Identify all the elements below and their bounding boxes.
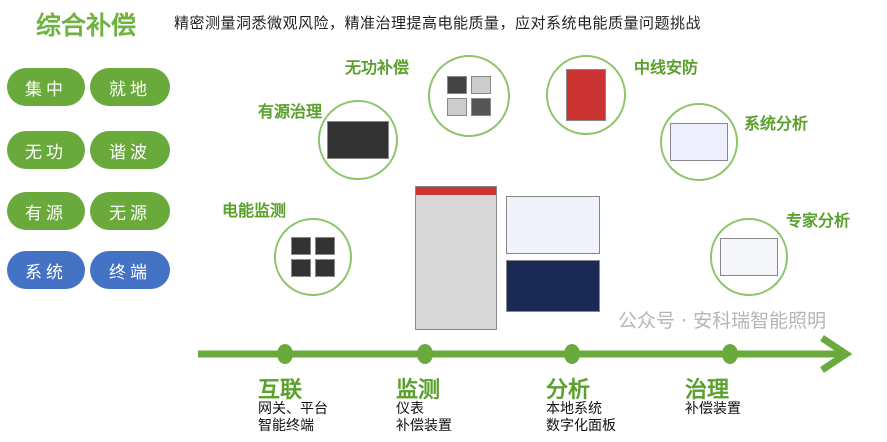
label-system-analysis: 系统分析: [744, 114, 809, 133]
page-title: 综合补偿: [36, 11, 137, 40]
label-expert-analysis: 专家分析: [786, 211, 851, 230]
step-desc: 网关、平台智能终端: [258, 401, 328, 434]
step-title: 分析: [546, 378, 591, 403]
pill-passive: 无源: [90, 192, 170, 230]
cabinet-image: [415, 186, 497, 330]
timeline-dot: [722, 344, 738, 364]
reactive-comp-image: [428, 55, 510, 137]
step-title: 监测: [396, 378, 441, 403]
timeline-dot: [417, 344, 433, 364]
step-desc: 仪表补偿装置: [396, 401, 452, 434]
scada-screen-image: [506, 260, 600, 312]
step-title: 互联: [258, 378, 303, 403]
power-monitoring-image: [274, 218, 352, 296]
dashboard-screen-image: [506, 196, 600, 254]
pill-active: 有源: [7, 192, 85, 230]
pill-local: 就地: [90, 68, 170, 106]
neutral-protection-image: [546, 55, 626, 135]
step-desc: 本地系统数字化面板: [546, 401, 616, 434]
pill-terminal: 终端: [90, 251, 170, 289]
pill-system: 系统: [7, 251, 85, 289]
label-reactive-comp: 无功补偿: [345, 58, 410, 77]
active-filter-image: [318, 100, 398, 180]
label-neutral-protection: 中线安防: [634, 58, 699, 77]
label-power-monitoring: 电能监测: [222, 201, 287, 220]
label-active-filter: 有源治理: [258, 102, 323, 121]
page-subtitle: 精密测量洞悉微观风险，精准治理提高电能质量，应对系统电能质量问题挑战: [174, 14, 702, 32]
step-desc: 补偿装置: [685, 401, 741, 417]
timeline-dot: [564, 344, 580, 364]
expert-analysis-image: [710, 218, 788, 296]
pill-harmonic: 谐波: [90, 131, 170, 169]
system-analysis-image: [660, 103, 738, 181]
pill-centralized: 集中: [7, 68, 85, 106]
timeline-dot: [277, 344, 293, 364]
watermark: 公众号 · 安科瑞智能照明: [618, 310, 827, 332]
step-title: 治理: [685, 378, 730, 403]
pill-reactive: 无功: [7, 131, 85, 169]
